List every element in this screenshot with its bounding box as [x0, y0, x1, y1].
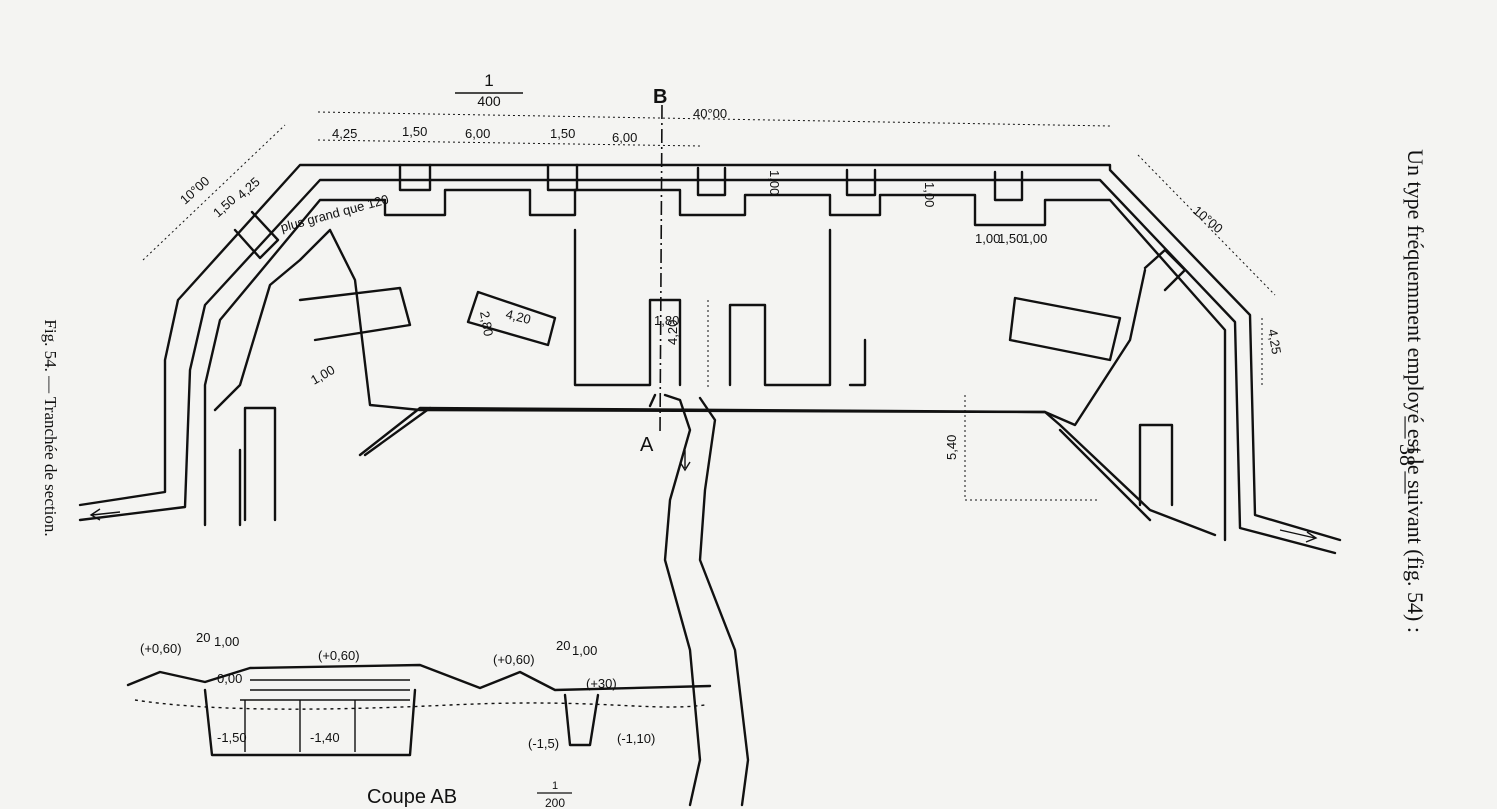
sec-m060: (+0,60) [318, 648, 360, 663]
section-scale-num: 1 [552, 780, 558, 792]
traverse-right [1143, 248, 1187, 292]
figure-caption: Fig. 54. — Tranchée de section. [41, 319, 60, 537]
dim-right-len: 10°00 [1190, 203, 1226, 236]
sec-n150: -1,50 [217, 730, 247, 745]
dim-top-100: 1,00 [767, 170, 782, 195]
dim-150b: 1,50 [550, 126, 575, 141]
sec-r060: (+0,60) [493, 652, 535, 667]
log-layers [250, 679, 410, 691]
body-text: Un type fréquemment employé est le suiva… [1403, 149, 1428, 633]
dim-600b: 6,00 [612, 130, 637, 145]
dim-r-100a: 1,00 [975, 231, 1000, 246]
dim-right-425: 4,25 [1265, 328, 1284, 356]
trench-outer-wall [78, 163, 1342, 542]
section-line-ab [659, 104, 663, 436]
shelter-pit [203, 688, 417, 757]
traverse-5 [993, 170, 1024, 202]
dim-left-425: 4,25 [234, 174, 263, 202]
center-block-right [728, 228, 832, 387]
sec-l20b: 20 [556, 638, 570, 653]
sec-n15: (-1,5) [528, 736, 559, 751]
sec-n140: -1,40 [310, 730, 340, 745]
rear-trench-line [238, 406, 1217, 537]
page-number: — 38 — [1395, 416, 1420, 494]
arrow-right [1279, 529, 1318, 543]
sec-l060: (+0,60) [140, 641, 182, 656]
arrow-down [679, 450, 691, 472]
dim-540: 5,40 [944, 435, 959, 460]
dim-line-segments [317, 139, 701, 147]
dim-traverse-small: 1,00 [922, 182, 937, 207]
dim-600a: 6,00 [465, 126, 490, 141]
section-label-b: B [653, 86, 667, 108]
dim-425a: 4,25 [332, 126, 357, 141]
arrow-left [89, 508, 121, 521]
section-title: Coupe AB [367, 786, 457, 808]
dugout-right-branch [1008, 296, 1122, 362]
right-sap [1138, 423, 1174, 507]
trench-rear-wall [203, 188, 1227, 542]
communication-trench [663, 393, 750, 807]
trench-inner-wall [78, 178, 1337, 555]
ground-texture [134, 699, 706, 710]
traverse-3 [696, 166, 727, 197]
dim-center-420: 4,20 [665, 320, 680, 345]
dim-r-150: 1,50 [998, 231, 1023, 246]
dim-150a: 1,50 [402, 124, 427, 139]
dugout-abri-left [466, 290, 557, 347]
cross-section-ab: (+0,60) 20 1,00 (+0,60) (+0,60) 20 1,00 … [126, 630, 712, 809]
ground-surface [126, 663, 712, 692]
dim-left-len: 10°00 [177, 173, 212, 207]
traverse-2 [546, 163, 579, 192]
sec-p30: (+30) [586, 676, 617, 691]
traverse-4 [845, 168, 877, 197]
section-scale-den: 200 [545, 796, 565, 809]
shelter-frames [240, 699, 410, 752]
sec-l100a: 1,00 [214, 634, 239, 649]
plan-scale-num: 1 [484, 71, 493, 90]
support-trench-inner [363, 393, 1152, 522]
sec-o000: 0,00 [217, 671, 242, 686]
dim-line-total [317, 111, 1111, 127]
dim-abri-280: 2,80 [477, 310, 496, 338]
dugout-left-branch [298, 286, 412, 342]
dim-center-180: 1,80 [654, 313, 679, 328]
section-label-a: A [640, 434, 654, 456]
dim-r-100b: 1,00 [1022, 231, 1047, 246]
center-block-left [573, 228, 682, 387]
sec-l20a: 20 [196, 630, 210, 645]
plan-scale-den: 400 [477, 93, 501, 109]
angle-note: plus grand que 120 [279, 192, 390, 235]
traverse-1 [398, 163, 432, 192]
fire-step-trench [563, 693, 600, 747]
dim-total: 40°00 [693, 106, 727, 121]
left-sap [243, 406, 277, 522]
dim-100-left: 1,00 [308, 362, 337, 388]
sec-n110: (-1,10) [617, 731, 655, 746]
right-abri [848, 338, 867, 387]
dim-left-150: 1,50 [210, 192, 239, 220]
dim-abri-420: 4,20 [504, 306, 532, 327]
traverse-left [233, 210, 280, 260]
sec-l100b: 1,00 [572, 643, 597, 658]
